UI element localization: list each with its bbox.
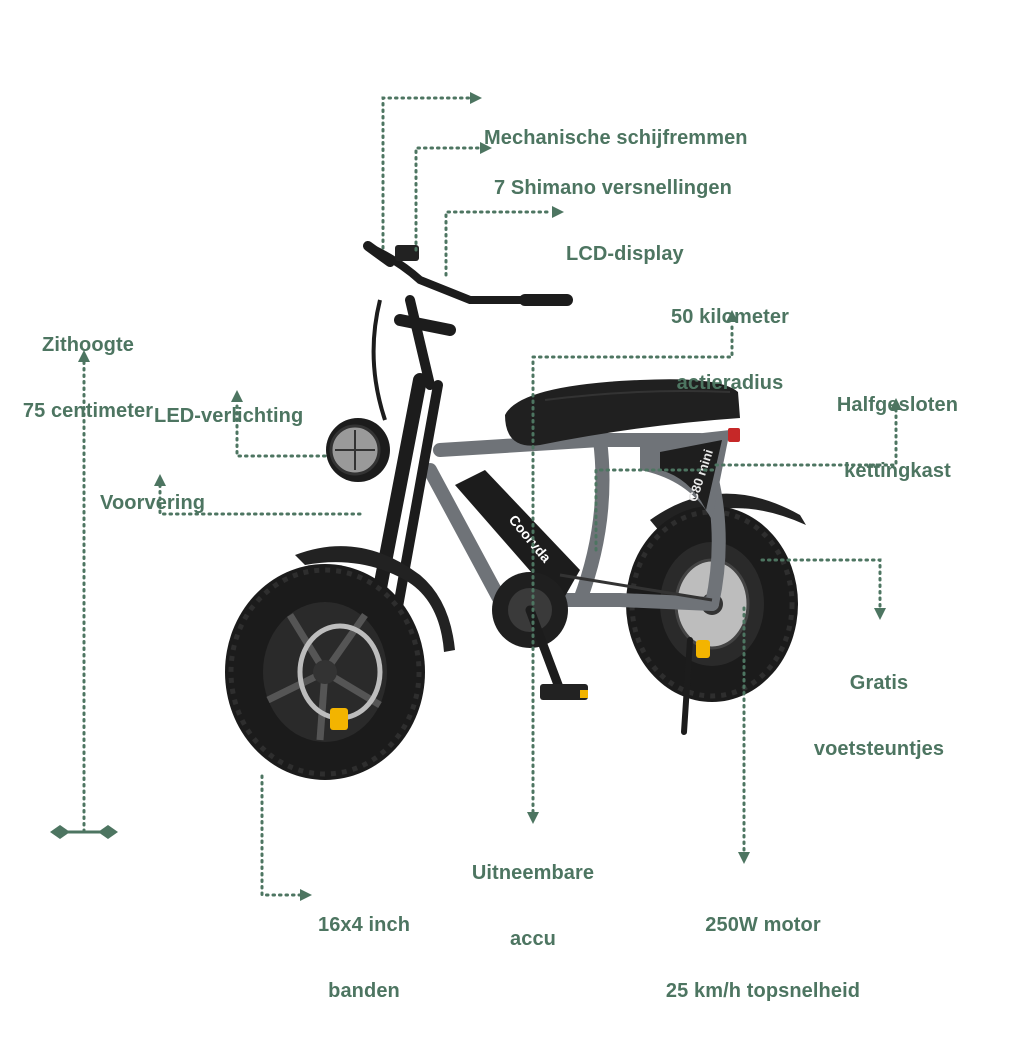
label-tires: 16x4 inch banden bbox=[317, 914, 411, 1002]
rear-fender bbox=[650, 493, 806, 532]
handlebar bbox=[363, 241, 573, 421]
label-lcd-display: LCD-display bbox=[566, 243, 684, 265]
kickstand bbox=[681, 637, 693, 735]
front-wheel bbox=[225, 564, 425, 780]
label-seat-height: Zithoogte 75 centimeter bbox=[22, 334, 154, 422]
battery-pack: Coorvda bbox=[455, 470, 580, 605]
label-removable-battery: Uitneembare accu bbox=[471, 862, 595, 950]
label-range: 50 kilometer actieradius bbox=[671, 306, 789, 394]
label-led-lighting: LED-verlichting bbox=[154, 405, 304, 427]
rear-caliper bbox=[696, 640, 710, 658]
front-caliper bbox=[330, 708, 348, 730]
label-shimano-gears: 7 Shimano versnellingen bbox=[494, 177, 732, 199]
label-mechanical-disc-brakes: Mechanische schijfremmen bbox=[484, 127, 748, 149]
pedal bbox=[540, 684, 588, 700]
leader-lines bbox=[50, 92, 902, 901]
chain-guard bbox=[660, 440, 722, 510]
drivetrain bbox=[492, 572, 713, 700]
headlight bbox=[326, 418, 390, 482]
label-chain-guard: Halfgesloten kettingkast bbox=[836, 394, 959, 482]
rear-light bbox=[728, 428, 740, 442]
product-infographic: C80 mini Coorvda bbox=[22, 92, 959, 1002]
e-bike-illustration: C80 mini Coorvda bbox=[225, 241, 806, 780]
label-motor: 250W motor 25 km/h topsnelheid bbox=[665, 914, 861, 1002]
front-fender bbox=[295, 546, 455, 652]
label-front-suspension: Voorvering bbox=[100, 492, 206, 514]
lcd-display-unit bbox=[395, 245, 419, 261]
label-free-footrests: Gratis voetsteuntjes bbox=[813, 672, 945, 760]
seat bbox=[505, 379, 740, 446]
